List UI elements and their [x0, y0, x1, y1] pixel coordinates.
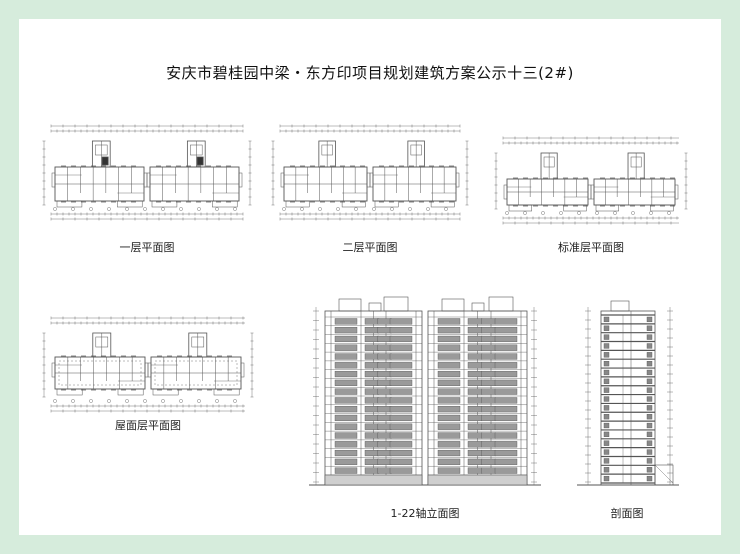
standard-floor-plan: [493, 135, 689, 227]
elevation-caption: 1-22轴立面图: [390, 507, 460, 520]
elevation-drawing: [295, 289, 555, 499]
section-caption: 剖面图: [610, 507, 644, 520]
roof-plan-caption: 屋面层平面图: [115, 419, 181, 432]
standard-floor-plan-caption: 标准层平面图: [558, 241, 624, 254]
first-floor-plan-caption: 一层平面图: [119, 241, 175, 254]
first-floor-plan: [41, 123, 253, 223]
page-title: 安庆市碧桂园中梁・东方印项目规划建筑方案公示十三(2#): [166, 64, 574, 82]
roof-plan: [41, 315, 255, 415]
second-floor-plan-caption: 二层平面图: [342, 241, 398, 254]
drawing-sheet: 安庆市碧桂园中梁・东方印项目规划建筑方案公示十三(2#) 一层平面图 二层平面图…: [19, 19, 721, 535]
section-drawing: [567, 289, 687, 499]
second-floor-plan: [270, 123, 470, 223]
